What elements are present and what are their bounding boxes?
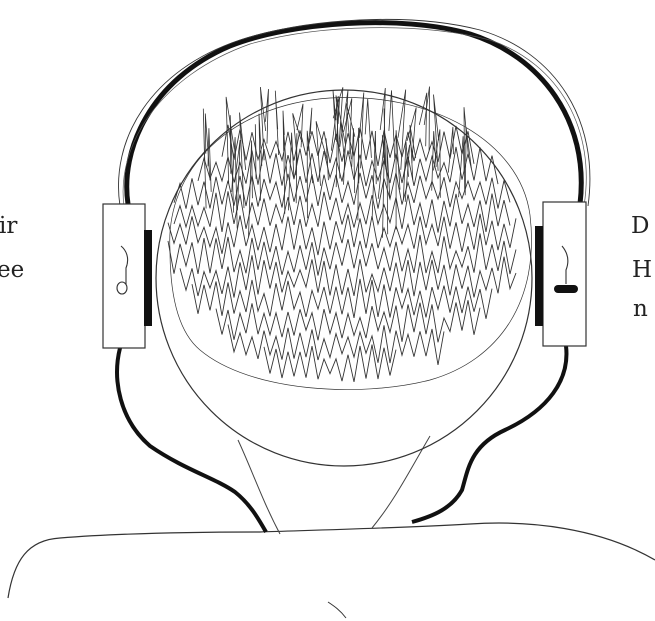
hair-strand (464, 107, 469, 191)
left-earpiece-housing (103, 204, 145, 348)
right-earpiece (535, 202, 586, 346)
left-earpiece-pad (144, 230, 152, 326)
shoulders-outline (8, 523, 655, 598)
hair-strand (308, 108, 312, 151)
hair-strand (434, 95, 439, 171)
hair-strand (208, 128, 211, 192)
left-earpiece (103, 204, 152, 348)
head-outline (156, 90, 532, 466)
hair-wave-row (168, 234, 516, 276)
left-caption-line-2: ee (0, 257, 24, 283)
hair-strand (398, 90, 406, 170)
hair-wave-row (180, 255, 516, 297)
left-cable (117, 348, 266, 532)
right-caption-line-3: n (633, 296, 648, 322)
right-caption: D H n (631, 213, 652, 322)
hair-wave-row (228, 325, 480, 365)
hair-strand (352, 128, 355, 193)
hair-strand (265, 89, 268, 144)
right-caption-line-2: H (632, 257, 652, 283)
right-earpiece-housing (543, 202, 586, 346)
hair-strand (432, 131, 437, 190)
hair-scribble (168, 87, 532, 390)
hair-strand (344, 98, 352, 154)
right-cable (412, 346, 566, 522)
hair-strand (389, 90, 395, 157)
shoulder-fold-mark (328, 602, 346, 618)
hair-strand (259, 114, 262, 201)
hair-strand (419, 93, 427, 147)
right-caption-line-1: D (631, 213, 649, 239)
hair-wave-row (174, 191, 510, 232)
left-caption-line-1: ir (0, 213, 17, 239)
hair-wave-row (174, 173, 510, 209)
hair-strand (240, 113, 246, 209)
left-caption: ir ee (0, 213, 24, 283)
right-earpiece-pad (535, 226, 543, 326)
